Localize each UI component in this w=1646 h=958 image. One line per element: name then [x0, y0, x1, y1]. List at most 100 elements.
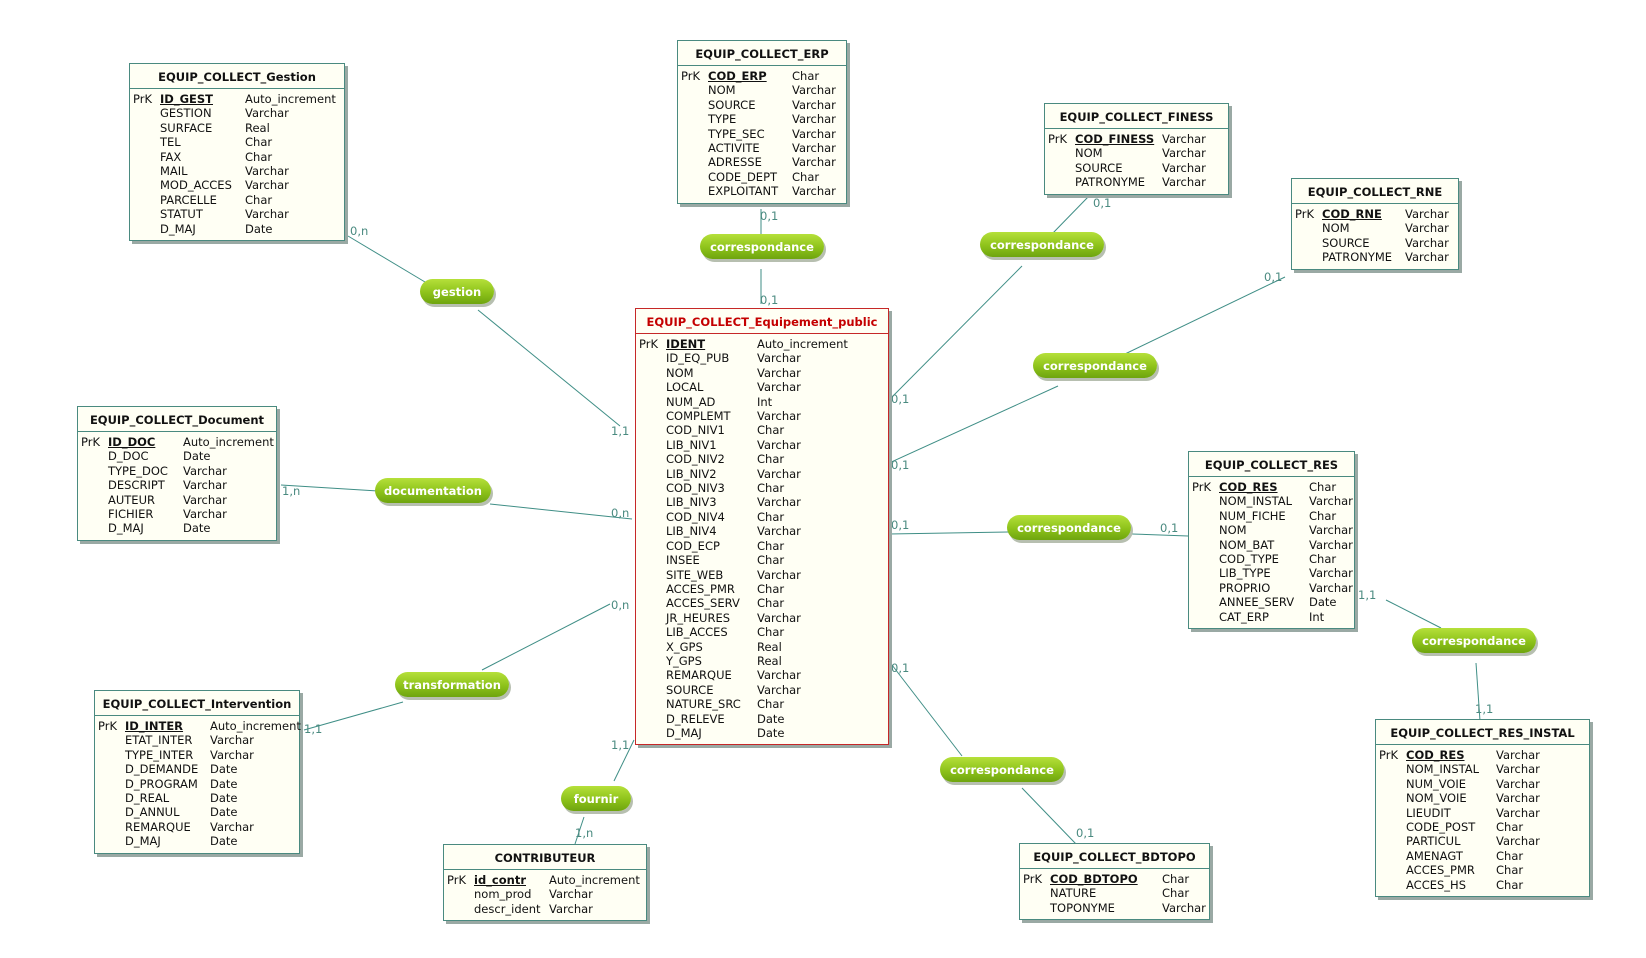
relation-correspondance-bdtopo[interactable]: correspondance [940, 757, 1064, 782]
field-type: Char [1162, 872, 1190, 886]
relation-gestion[interactable]: gestion [420, 279, 494, 304]
primary-key-marker: PrK [133, 92, 153, 106]
primary-key-marker [639, 481, 666, 495]
relation-correspondance-finess[interactable]: correspondance [980, 232, 1104, 257]
link-document-main [489, 503, 633, 520]
field-type: Varchar [757, 437, 801, 452]
field-name: D_DEMANDE [125, 762, 199, 777]
primary-key-marker [1192, 595, 1219, 609]
field-type: Varchar [183, 463, 227, 478]
field-name: nom_prod [474, 887, 532, 902]
primary-key-marker [681, 98, 708, 112]
relation-correspondance-erp[interactable]: correspondance [700, 234, 824, 259]
field-type: Varchar [792, 155, 836, 170]
primary-key-marker [133, 193, 160, 207]
cardinality-finess-entity: 0,1 [1093, 196, 1112, 210]
field-type: Real [757, 653, 782, 668]
relation-correspondance-rne[interactable]: correspondance [1033, 353, 1157, 378]
field-type: Char [757, 697, 785, 712]
field-type: Char [757, 538, 785, 553]
field-name: NATURE_SRC [666, 697, 741, 712]
field-type: Char [1162, 886, 1190, 901]
relation-documentation[interactable]: documentation [375, 478, 491, 503]
field-name: NUM_FICHE [1219, 508, 1286, 523]
field-type: Varchar [1309, 580, 1353, 595]
field-name: AMENAGT [1406, 848, 1463, 863]
primary-key-marker [1295, 236, 1322, 250]
field-type: Varchar [792, 97, 836, 112]
field-name: LIB_NIV1 [666, 437, 717, 452]
field-name: CODE_DEPT [708, 169, 778, 184]
field-type: Varchar [210, 733, 254, 748]
primary-key-marker [639, 625, 666, 639]
field-type: Auto_increment [183, 435, 274, 449]
field-name: COD_RES [1219, 480, 1278, 494]
cardinality-gestion-entity: 0,n [350, 224, 369, 238]
entity-title: CONTRIBUTEUR [444, 845, 646, 870]
primary-key-marker [639, 409, 666, 423]
field-name: COD_FINESS [1075, 132, 1155, 146]
relation-transformation[interactable]: transformation [395, 672, 509, 697]
primary-key-marker [1192, 523, 1219, 537]
field-type: Char [792, 169, 820, 184]
field-type: Char [757, 423, 785, 438]
primary-key-marker [639, 395, 666, 409]
relation-correspondance-res[interactable]: correspondance [1007, 515, 1131, 540]
primary-key-marker [447, 902, 474, 916]
primary-key-marker [639, 611, 666, 625]
primary-key-marker [98, 777, 125, 791]
cardinality-gestion-main: 1,1 [611, 424, 630, 438]
primary-key-marker [1379, 777, 1406, 791]
field-name: LIB_NIV4 [666, 524, 717, 539]
field-name: NOM [666, 365, 694, 380]
field-type: Varchar [757, 380, 801, 395]
relation-correspondance-res-instal[interactable]: correspondance [1412, 628, 1536, 653]
primary-key-marker [639, 380, 666, 394]
primary-key-marker [133, 150, 160, 164]
entity-title: EQUIP_COLLECT_Intervention [95, 691, 299, 716]
relation-fournir[interactable]: fournir [561, 786, 631, 811]
entity-title: EQUIP_COLLECT_Gestion [130, 64, 344, 89]
primary-key-marker [639, 640, 666, 654]
primary-key-marker [98, 834, 125, 848]
primary-key-marker: PrK [1379, 748, 1399, 762]
primary-key-marker [639, 539, 666, 553]
primary-key-marker: PrK [1048, 132, 1068, 146]
field-name: JR_HEURES [666, 610, 731, 625]
primary-key-marker [1379, 863, 1406, 877]
primary-key-marker [1379, 834, 1406, 848]
primary-key-marker [639, 683, 666, 697]
field-name: COD_TYPE [1219, 552, 1279, 567]
